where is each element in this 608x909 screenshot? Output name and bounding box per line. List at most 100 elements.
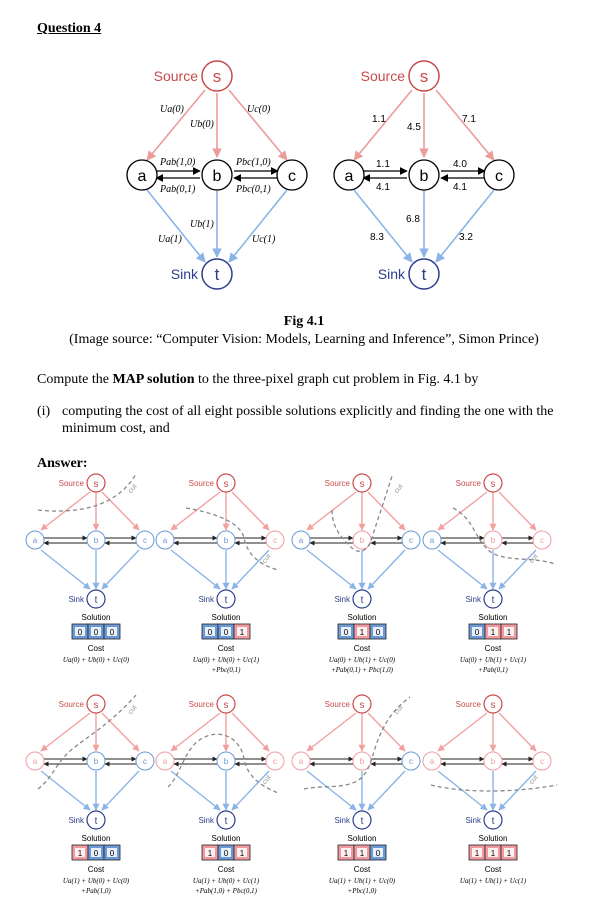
sink-node-letter: t <box>95 816 98 827</box>
solution-bit: 0 <box>110 628 115 637</box>
instruction-text: Compute the MAP solution to the three-pi… <box>37 372 479 387</box>
source-edge-a <box>306 712 357 752</box>
sink-edge-a <box>40 549 91 590</box>
solution-bit-cell <box>205 627 215 636</box>
weight-sa: 1.1 <box>372 114 386 125</box>
node-a <box>422 530 442 550</box>
node-c-letter: c <box>409 536 413 545</box>
solution-bit: 1 <box>208 849 213 858</box>
node-b-letter: b <box>213 168 222 185</box>
node-b-letter: b <box>360 757 365 766</box>
label-pab10: Pab(1,0) <box>159 157 196 168</box>
source-label: Source <box>361 68 406 84</box>
sink-node <box>483 589 503 609</box>
node-b <box>201 159 233 191</box>
source-label: Source <box>325 479 351 488</box>
sink-label: Sink <box>334 595 351 604</box>
sink-edge-a <box>170 549 221 590</box>
source-node <box>408 60 440 92</box>
sink-node <box>483 810 503 830</box>
solution-bit: 1 <box>491 628 496 637</box>
cut-label: cut <box>261 774 272 786</box>
node-c <box>401 530 421 550</box>
node-b-letter: b <box>94 536 99 545</box>
cost-line-1: Ua(1) + Ub(1) + Uc(1) <box>460 877 527 885</box>
sink-node-letter: t <box>492 595 495 606</box>
solution-bit-cell <box>75 627 85 636</box>
cut-label: cut <box>528 774 539 786</box>
source-node <box>86 694 106 714</box>
weight-sb: 4.5 <box>407 122 421 133</box>
cut-line <box>430 784 558 792</box>
source-label: Source <box>456 479 482 488</box>
sink-node-letter: t <box>95 595 98 606</box>
solution-label: Solution <box>212 834 241 843</box>
node-a <box>126 159 158 191</box>
sink-edge-c <box>231 770 270 811</box>
solution-bit-cell <box>205 848 215 857</box>
node-a <box>291 751 311 771</box>
solution-bit: 1 <box>344 849 349 858</box>
weight-sc: 7.1 <box>462 114 476 125</box>
source-label: Source <box>59 479 85 488</box>
node-c-letter: c <box>409 757 413 766</box>
node-b <box>86 530 106 550</box>
sink-label: Sink <box>68 816 85 825</box>
solution-bit-cell <box>504 848 514 857</box>
solution-bit-cell <box>91 627 101 636</box>
node-c <box>265 751 285 771</box>
node-c <box>135 530 155 550</box>
weight-at: 8.3 <box>370 232 384 243</box>
sink-node <box>216 589 236 609</box>
source-label: Source <box>189 479 215 488</box>
label-pbc01: Pbc(0,1) <box>235 184 271 195</box>
weight-bt: 6.8 <box>406 214 420 225</box>
source-edge-a <box>40 491 91 531</box>
answer-label: Answer: <box>37 456 88 471</box>
solution-label: Solution <box>479 834 508 843</box>
solution-bit: 0 <box>94 849 99 858</box>
cost-line-2: +Pbc(1,0) <box>347 887 377 895</box>
source-edge-c <box>498 712 537 752</box>
source-label: Source <box>325 700 351 709</box>
cut-line <box>167 733 279 794</box>
sink-node <box>352 589 372 609</box>
solution-label: Solution <box>212 613 241 622</box>
sink-node-letter: t <box>422 265 427 284</box>
node-c <box>401 751 421 771</box>
source-node-letter: s <box>420 67 429 86</box>
edge-source-a <box>353 89 413 161</box>
sink-node-letter: t <box>361 595 364 606</box>
solution-bit-cell <box>373 627 383 636</box>
solution-label: Solution <box>82 834 111 843</box>
source-edge-a <box>40 712 91 752</box>
item-i-line2: minimum cost, and <box>62 421 170 436</box>
sink-label: Sink <box>198 595 215 604</box>
node-a <box>155 751 175 771</box>
node-a <box>333 159 365 191</box>
solution-bit-cell <box>341 848 351 857</box>
cost-line-1: Ua(1) + Ub(0) + Uc(0) <box>63 877 130 885</box>
sink-node <box>86 810 106 830</box>
solution-bit-cell <box>75 848 85 857</box>
node-b <box>216 751 236 771</box>
node-b <box>483 530 503 550</box>
cost-label: Cost <box>354 865 371 874</box>
solution-label: Solution <box>348 613 377 622</box>
node-a-letter: a <box>138 168 147 185</box>
cost-label: Cost <box>218 644 235 653</box>
solution-bit-cell <box>357 848 367 857</box>
solution-bit: 1 <box>240 849 245 858</box>
node-a-letter: a <box>299 536 304 545</box>
solution-bit-cell <box>488 627 498 636</box>
sink-edge-c <box>367 549 406 590</box>
solution-bit-cell <box>472 627 482 636</box>
solution-bit-cell <box>488 848 498 857</box>
sink-node-letter: t <box>215 265 220 284</box>
solution-label: Solution <box>348 834 377 843</box>
solution-label: Solution <box>479 613 508 622</box>
source-label: Source <box>154 68 199 84</box>
cost-line-2: +Pab(1,0) <box>81 887 111 895</box>
source-edge-a <box>437 491 488 531</box>
